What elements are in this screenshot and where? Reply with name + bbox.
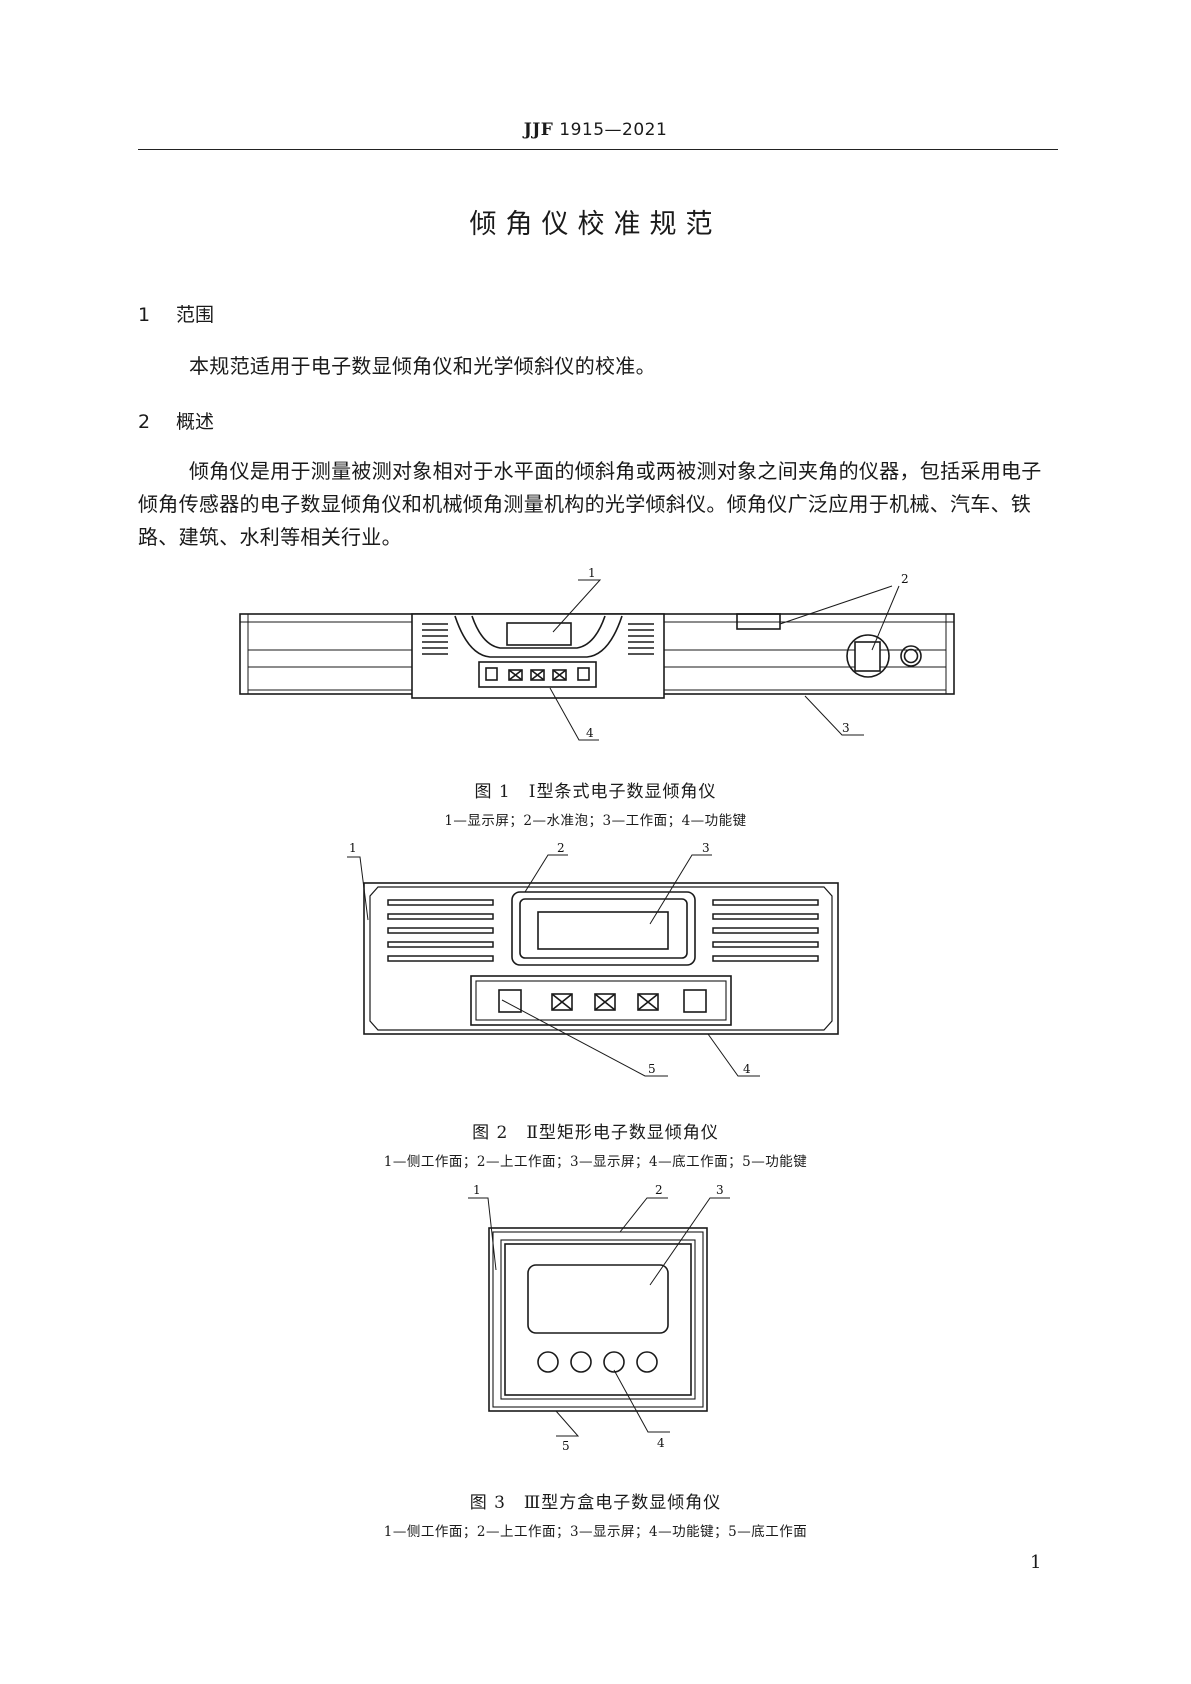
fig2-vent-right [712, 899, 819, 962]
fig1-center-module [411, 613, 665, 699]
figure-3-caption: 图 3 Ⅲ型方盒电子数显倾角仪 [469, 1493, 722, 1513]
fig2-outer-body [363, 882, 839, 1035]
section-paragraph-overview: 倾角仪是用于测量被测对象相对于水平面的倾斜角或两被测对象之间夹角的仪器，包括采用… [138, 459, 1042, 549]
fig2-callout-3: 3 [702, 841, 710, 855]
fig2-callout-4: 4 [743, 1062, 751, 1076]
fig2-callout-5: 5 [648, 1062, 656, 1076]
fig3-key [570, 1351, 592, 1373]
standard-code: JJF 1915—2021 [523, 120, 668, 140]
fig1-vial-recess [736, 613, 781, 630]
figure-2-caption: 图 2 Ⅱ型矩形电子数显倾角仪 [472, 1123, 719, 1143]
fig2-keys-panel [470, 975, 732, 1026]
fig1-vent-right [628, 623, 654, 655]
fig3-display [527, 1264, 669, 1334]
fig1-keys-panel [478, 661, 597, 688]
fig2-display [537, 911, 669, 950]
fig2-display-frame [511, 891, 696, 966]
fig3-key [636, 1351, 658, 1373]
fig2-callout-2: 2 [557, 841, 565, 855]
document-title: 倾角仪校准规范 [469, 209, 722, 240]
fig1-vent-left [422, 623, 448, 655]
figure-1-caption: 图 1 Ⅰ型条式电子数显倾角仪 [474, 782, 717, 802]
fig3-callout-5: 5 [562, 1439, 570, 1453]
fig1-round-vial [846, 634, 890, 678]
fig3-outer-body [488, 1227, 708, 1412]
fig2-callout-1: 1 [349, 841, 357, 855]
fig2-vent-left [387, 899, 494, 962]
fig1-callout-4: 4 [586, 726, 594, 740]
page-number: 1 [1030, 1552, 1042, 1573]
fig1-callout-1: 1 [588, 566, 596, 580]
section-paragraph-scope: 本规范适用于电子数显倾角仪和光学倾斜仪的校准。 [189, 354, 656, 378]
fig1-callout-2: 2 [901, 572, 909, 586]
figure-1-legend: 1—显示屏；2—水准泡；3—工作面；4—功能键 [444, 813, 747, 829]
figure-3-legend: 1—侧工作面；2—上工作面；3—显示屏；4—功能键；5—底工作面 [383, 1524, 808, 1540]
fig3-key [537, 1351, 559, 1373]
fig3-callout-1: 1 [473, 1183, 481, 1197]
fig3-callout-4: 4 [657, 1436, 665, 1450]
fig3-callout-2: 2 [655, 1183, 663, 1197]
fig3-key [603, 1351, 625, 1373]
figure-2-legend: 1—侧工作面；2—上工作面；3—显示屏；4—底工作面；5—功能键 [383, 1154, 808, 1170]
fig1-callout-3: 3 [842, 721, 850, 735]
header-rule [138, 149, 1058, 150]
fig1-display [506, 622, 572, 646]
fig3-callout-3: 3 [716, 1183, 724, 1197]
